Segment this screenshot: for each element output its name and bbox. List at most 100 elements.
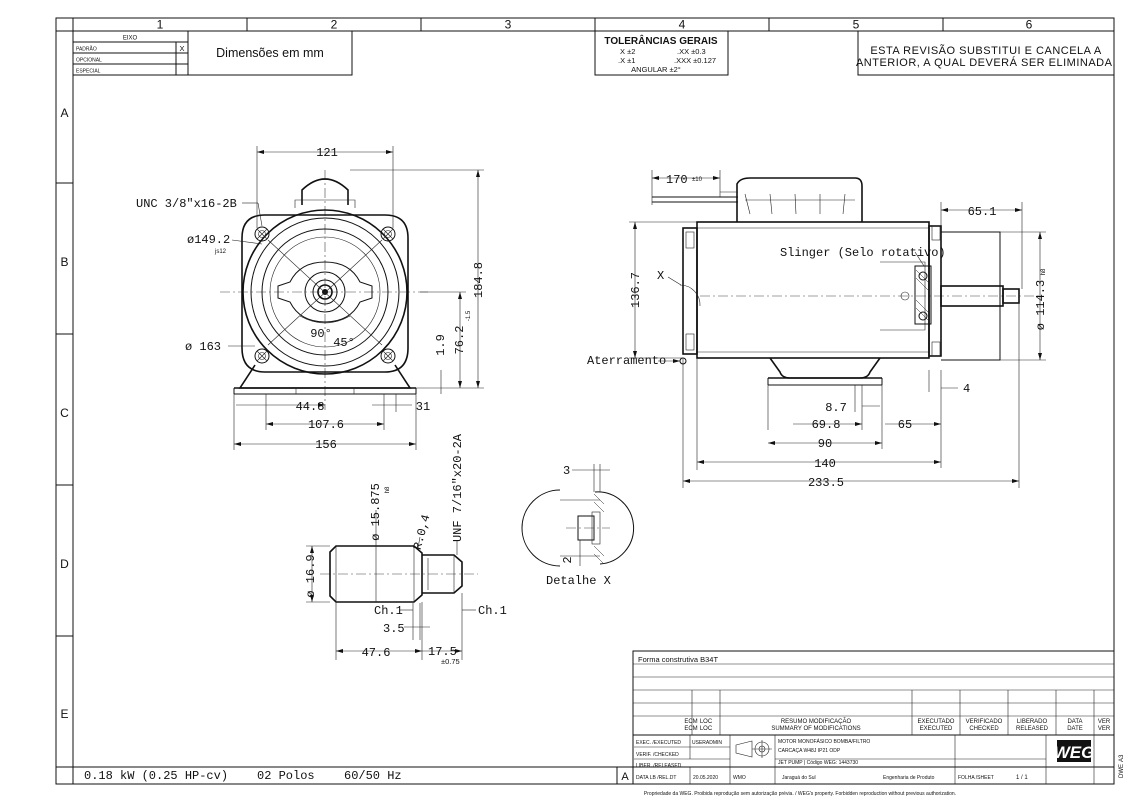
- dim-69: 69.8: [812, 418, 841, 432]
- thread-label: UNC 3/8"x16-2B: [136, 197, 237, 211]
- revision-note-line: ANTERIOR, A QUAL DEVERÁ SER ELIMINADA.: [856, 56, 1116, 69]
- header-executed: EXECUTADO: [918, 719, 955, 725]
- inner-frame: [72, 30, 1115, 768]
- rev-letter: A: [621, 771, 629, 783]
- side-code: A3: [1119, 754, 1125, 762]
- title-block: Forma construtiva B34T ECM ECM LOC LOC R…: [632, 650, 1125, 778]
- header-ecm: ECM: [684, 719, 697, 725]
- chamfer-left: Ch.1: [374, 604, 403, 618]
- header-checked: VERIFICADO: [966, 719, 1003, 725]
- dia-163: ø 163: [185, 340, 221, 354]
- date-label: DATA LB /REL.DT: [636, 775, 676, 781]
- dim-31: 31: [416, 400, 430, 414]
- dim-90: 90: [818, 437, 832, 451]
- sheet-value: 1 / 1: [1016, 775, 1028, 781]
- revision-note-line: ESTA REVISÃO SUBSTITUI E CANCELA A: [870, 44, 1102, 57]
- dim-184: 184.8: [472, 262, 486, 298]
- header-released: LIBERADO: [1017, 719, 1048, 725]
- dim-1-9: 1.9: [434, 334, 448, 356]
- dia-15: ø 15.875: [369, 483, 383, 541]
- dim-233: 233.5: [808, 476, 844, 490]
- detail-x: 3 2 Detalhe X: [521, 464, 635, 588]
- angle-45: 45°: [333, 336, 355, 350]
- tolerance-value: .X ±1: [618, 56, 635, 65]
- mounting-hole: [254, 348, 270, 364]
- mounting-hole: [380, 348, 396, 364]
- date-value: 20.05.2020: [693, 775, 718, 781]
- zone-columns: 1 2 3 4 5 6: [157, 18, 1033, 32]
- dia-149: ø149.2: [187, 233, 230, 247]
- angle-90: 90°: [310, 327, 332, 341]
- sheet-label: FOLHA /SHEET: [958, 775, 994, 781]
- zone-row-e: E: [60, 707, 68, 721]
- copyright: Propriedade da WEG. Proibida reprodução …: [644, 791, 956, 797]
- header-ecm-en: ECM: [684, 726, 697, 732]
- dim-47: 47.6: [362, 646, 391, 660]
- outer-frame: [55, 17, 1115, 785]
- zone-row-a: A: [60, 106, 68, 120]
- revision-note: ESTA REVISÃO SUBSTITUI E CANCELA A ANTER…: [856, 30, 1116, 76]
- spec-freq: 60/50 Hz: [344, 769, 402, 783]
- spec-poles: 02 Polos: [257, 769, 315, 783]
- header-ver: VER: [1098, 719, 1111, 725]
- radius-label: R.0,4: [411, 513, 434, 551]
- tolerance-angular: ANGULAR ±2°: [631, 65, 681, 74]
- dept-label: Engenharia de Produto: [883, 775, 935, 781]
- header-loc-en: LOC: [700, 726, 713, 732]
- chamfer-right: Ch.1: [478, 604, 507, 618]
- header-ver-en: VER: [1098, 726, 1111, 732]
- form-label: Forma construtiva B34T: [638, 655, 718, 664]
- dim-136: 136.7: [629, 272, 643, 308]
- zone-col-3: 3: [505, 18, 512, 32]
- city-label: Jaraguá do Sul: [782, 775, 816, 781]
- header-released-en: RELEASED: [1016, 726, 1049, 732]
- dim-156: 156: [315, 438, 337, 452]
- dim-121: 121: [316, 146, 338, 160]
- dim-170: 170: [666, 173, 688, 187]
- weg-logo: WEG: [1054, 740, 1095, 762]
- zone-col-2: 2: [331, 18, 338, 32]
- units-note-box: [187, 30, 353, 76]
- dia-114: ø 114.3: [1034, 280, 1048, 330]
- eixo-row-label: OPCIONAL: [76, 58, 102, 64]
- mounting-hole: [254, 226, 270, 242]
- dim-170-tol: ±10: [692, 177, 703, 183]
- eixo-table: EIXO PADRÃO OPCIONAL ESPECIAL X: [72, 30, 189, 76]
- ground-label: Aterramento: [587, 354, 666, 368]
- side-code: DWE: [1119, 764, 1125, 778]
- detail-dim-3: 3: [563, 464, 570, 478]
- logo-text: WEG: [1054, 743, 1095, 762]
- header-summary-en: SUMMARY OF MODIFICATIONS: [771, 726, 860, 732]
- header-loc: LOC: [700, 719, 713, 725]
- zone-row-b: B: [60, 255, 68, 269]
- dia-16: ø 16.9: [304, 554, 318, 597]
- shaft-detail: ø 16.9 ø 15.875 h8 R.0,4 UNF 7/16"x20-2A…: [304, 433, 507, 666]
- exec-label: EXEC. /EXECUTED: [636, 740, 681, 746]
- detail-label: Detalhe X: [546, 574, 611, 588]
- dim-65: 65: [898, 418, 912, 432]
- dim-4: 4: [963, 382, 970, 396]
- tolerance-value: .XX ±0.3: [677, 47, 706, 56]
- dim-17: 17.5: [428, 645, 457, 659]
- bottom-row: 0.18 kW (0.25 HP-cv) 02 Polos 60/50 Hz A…: [84, 767, 1095, 784]
- dim-65-1: 65.1: [968, 205, 997, 219]
- eixo-row-label: PADRÃO: [76, 46, 97, 53]
- tolerances-title: TOLERÂNCIAS GERAIS: [604, 34, 717, 47]
- dim-76: 76.2: [453, 326, 467, 355]
- zone-col-4: 4: [679, 18, 686, 32]
- zone-rows: A B C D E: [56, 106, 73, 721]
- dim-17-tol: ±0.75: [441, 657, 460, 666]
- tolerance-value: X ±2: [620, 47, 635, 56]
- desc-line: JET PUMP | Código WEG: 1443730: [778, 760, 858, 766]
- tolerance-value: .XXX ±0.127: [674, 56, 716, 65]
- units-note: Dimensões em mm: [216, 46, 324, 60]
- header-date-en: DATE: [1067, 726, 1083, 732]
- x-mark: X: [657, 269, 664, 283]
- zone-col-5: 5: [853, 18, 860, 32]
- dim-107: 107.6: [308, 418, 344, 432]
- thread-unf: UNF 7/16"x20-2A: [451, 433, 465, 542]
- header-summary: RESUMO MODIFICAÇÃO: [781, 718, 852, 725]
- detail-dim-2: 2: [561, 556, 575, 563]
- side-view: X 170 ±10 65.1 Slinger (Selo rotativo) 1…: [587, 170, 1048, 490]
- dia-15-tol: h8: [385, 486, 391, 493]
